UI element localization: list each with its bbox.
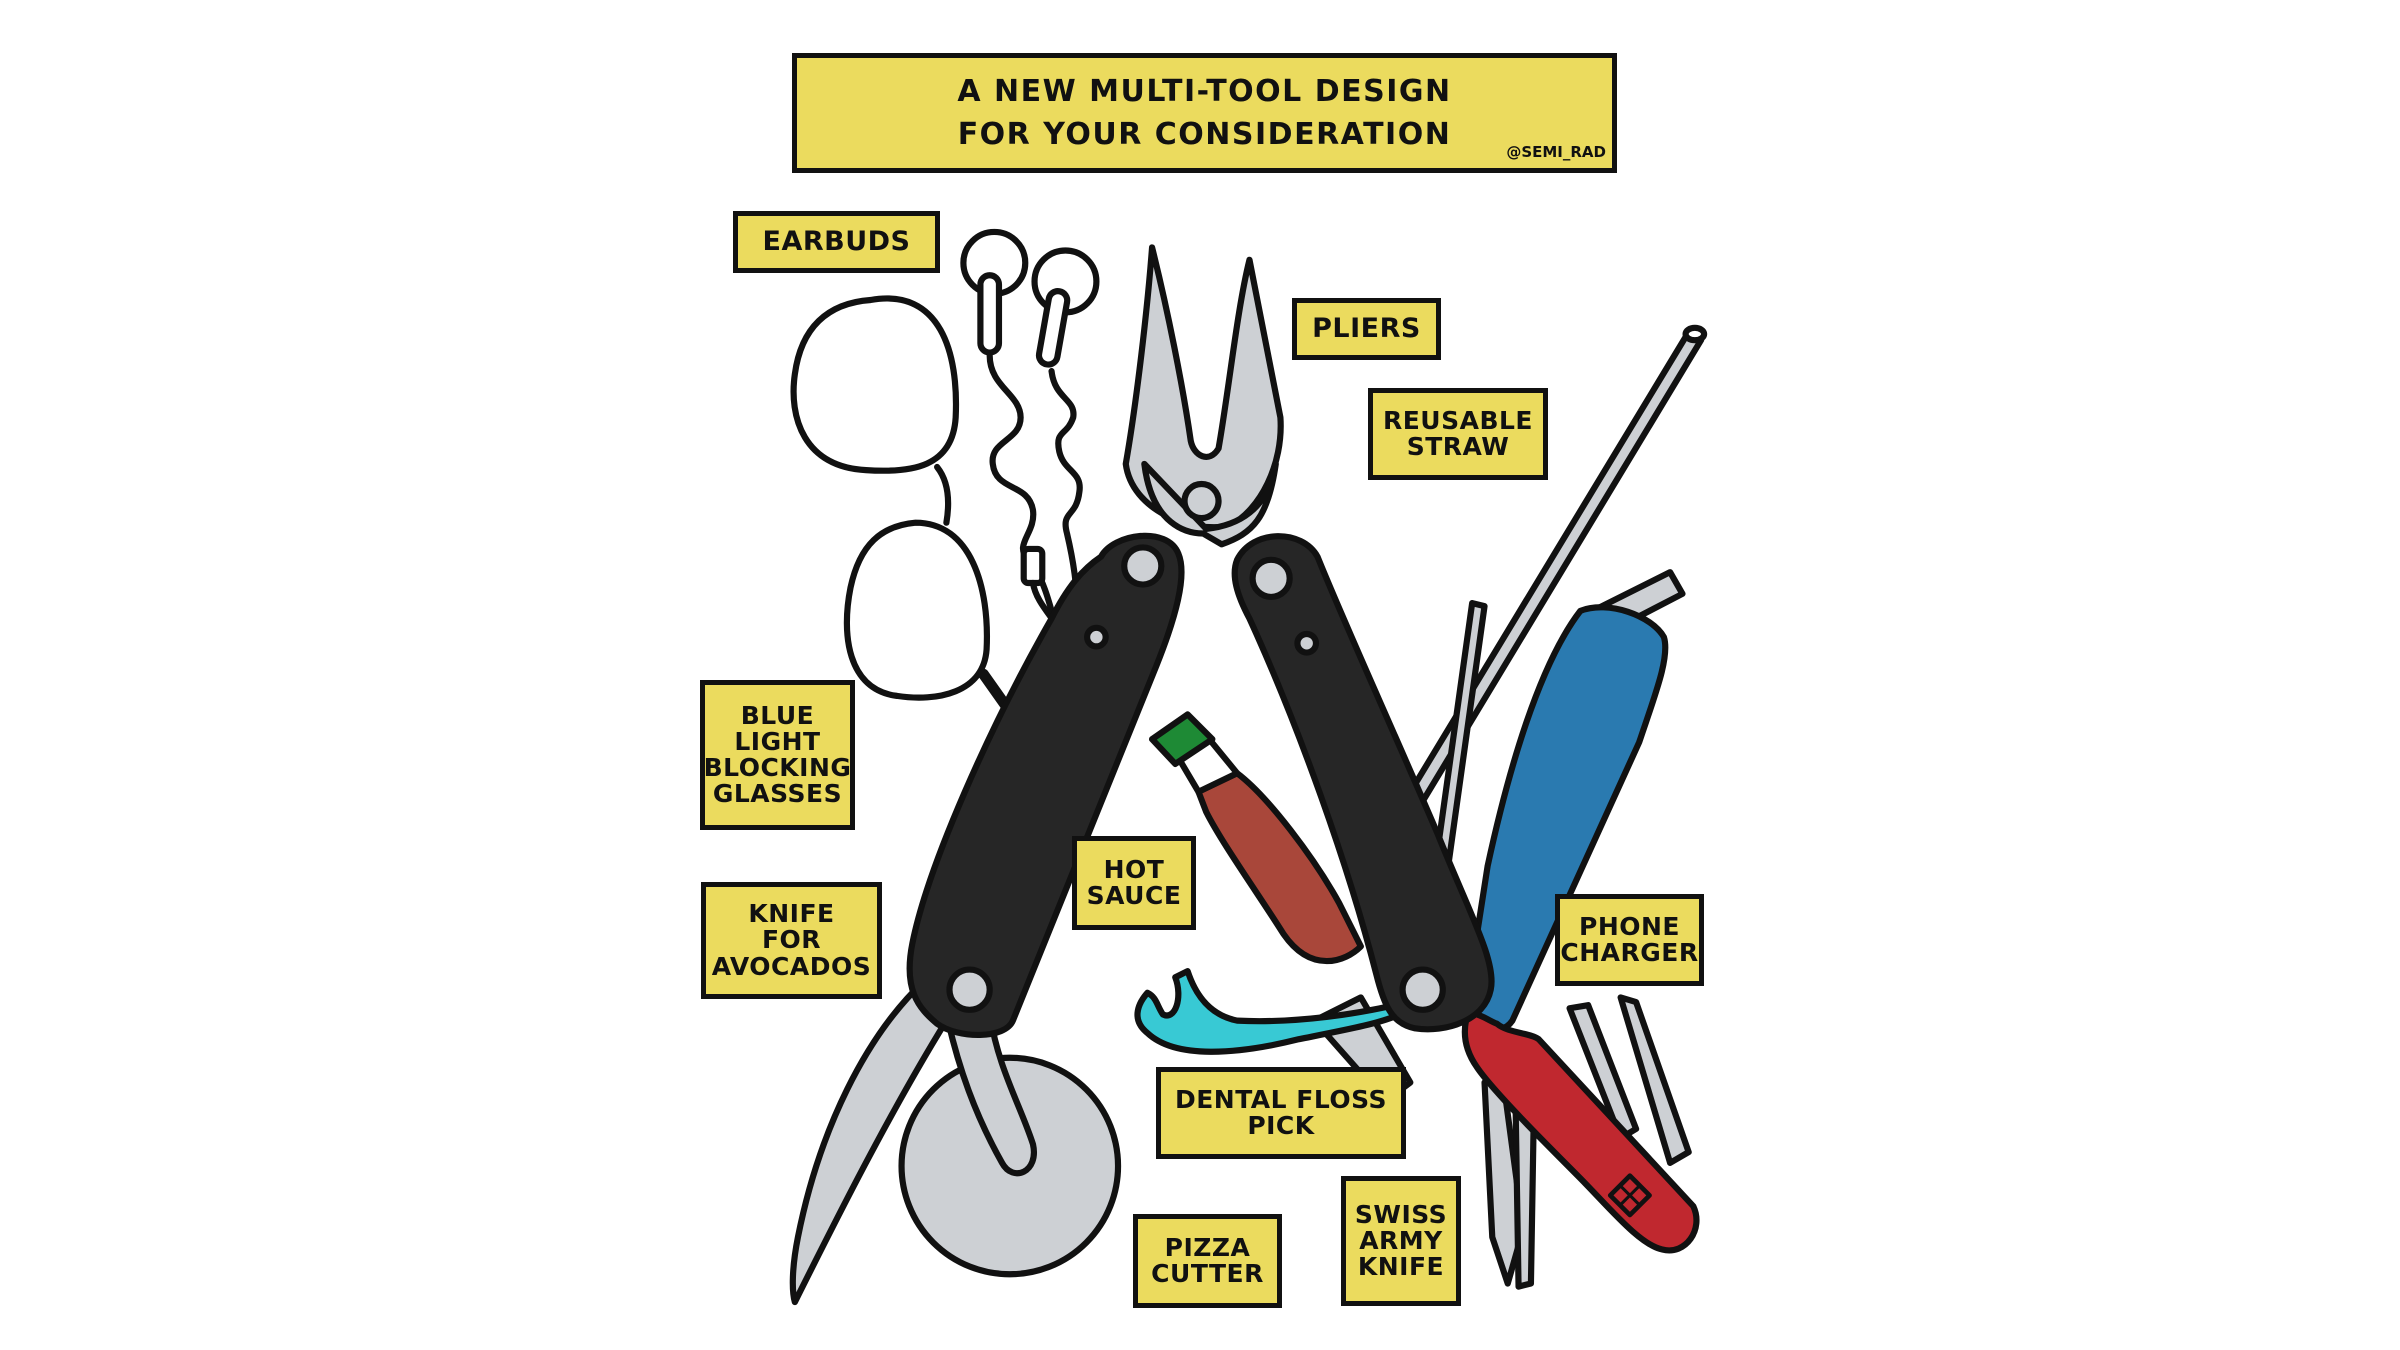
- reusable-straw-icon: [1379, 324, 1708, 897]
- title-line-2: FOR YOUR CONSIDERATION: [957, 117, 1452, 152]
- dental-floss-pick-icon: [1134, 968, 1403, 1055]
- label-text: HOT: [1103, 854, 1165, 884]
- label-pizza-cutter: PIZZA CUTTER: [1133, 1214, 1282, 1308]
- label-text: BLUE: [740, 700, 815, 730]
- phone-charger-icon: [1462, 569, 1686, 1034]
- title-line-1: A NEW MULTI-TOOL DESIGN: [957, 73, 1452, 109]
- label-text: CUTTER: [1151, 1259, 1264, 1288]
- swiss-army-knife-icon: [1461, 994, 1700, 1290]
- blue-light-glasses-icon: [790, 295, 1027, 733]
- label-text: KNIFE: [1357, 1252, 1445, 1282]
- label-blue-light-glasses: BLUE LIGHT BLOCKING GLASSES: [700, 680, 855, 830]
- label-text: SAUCE: [1086, 881, 1182, 910]
- label-text: CHARGER: [1560, 938, 1699, 967]
- multi-tool-handle-right-icon: [1231, 533, 1495, 1033]
- label-text: DENTAL FLOSS: [1174, 1084, 1388, 1114]
- label-text: EARBUDS: [762, 225, 911, 257]
- label-text: KNIFE: [748, 899, 835, 929]
- label-text: PLIERS: [1312, 312, 1421, 344]
- title-box: A NEW MULTI-TOOL DESIGN FOR YOUR CONSIDE…: [792, 53, 1617, 173]
- label-text: REUSABLE: [1382, 405, 1534, 435]
- multi-tool-handle-left-icon: [906, 532, 1185, 1039]
- label-phone-charger: PHONE CHARGER: [1555, 894, 1704, 986]
- earbuds-icon: [960, 228, 1100, 641]
- label-hot-sauce: HOT SAUCE: [1072, 836, 1196, 930]
- pliers-jaws-icon: [1122, 244, 1284, 548]
- label-text: LIGHT: [734, 726, 821, 756]
- label-text: AVOCADOS: [711, 951, 872, 981]
- label-text: PICK: [1247, 1111, 1315, 1140]
- label-earbuds: EARBUDS: [733, 211, 940, 273]
- label-knife-for-avocados: KNIFE FOR AVOCADOS: [701, 882, 882, 999]
- label-swiss-army-knife: SWISS ARMY KNIFE: [1341, 1176, 1461, 1306]
- author-credit: @SEMI_RAD: [1506, 143, 1606, 162]
- label-text: SWISS: [1354, 1199, 1448, 1229]
- label-text: STRAW: [1406, 432, 1510, 461]
- label-text: PHONE: [1579, 911, 1680, 941]
- avocado-knife-blade-icon: [789, 978, 950, 1306]
- label-text: PIZZA: [1164, 1232, 1251, 1262]
- label-dental-floss-pick: DENTAL FLOSS PICK: [1156, 1067, 1406, 1159]
- label-pliers: PLIERS: [1292, 298, 1441, 360]
- label-text: ARMY: [1359, 1225, 1443, 1255]
- pizza-cutter-icon: [898, 1009, 1122, 1278]
- label-reusable-straw: REUSABLE STRAW: [1368, 388, 1548, 480]
- label-text: BLOCKING: [703, 753, 852, 782]
- label-text: FOR: [761, 925, 822, 955]
- label-text: GLASSES: [712, 779, 843, 809]
